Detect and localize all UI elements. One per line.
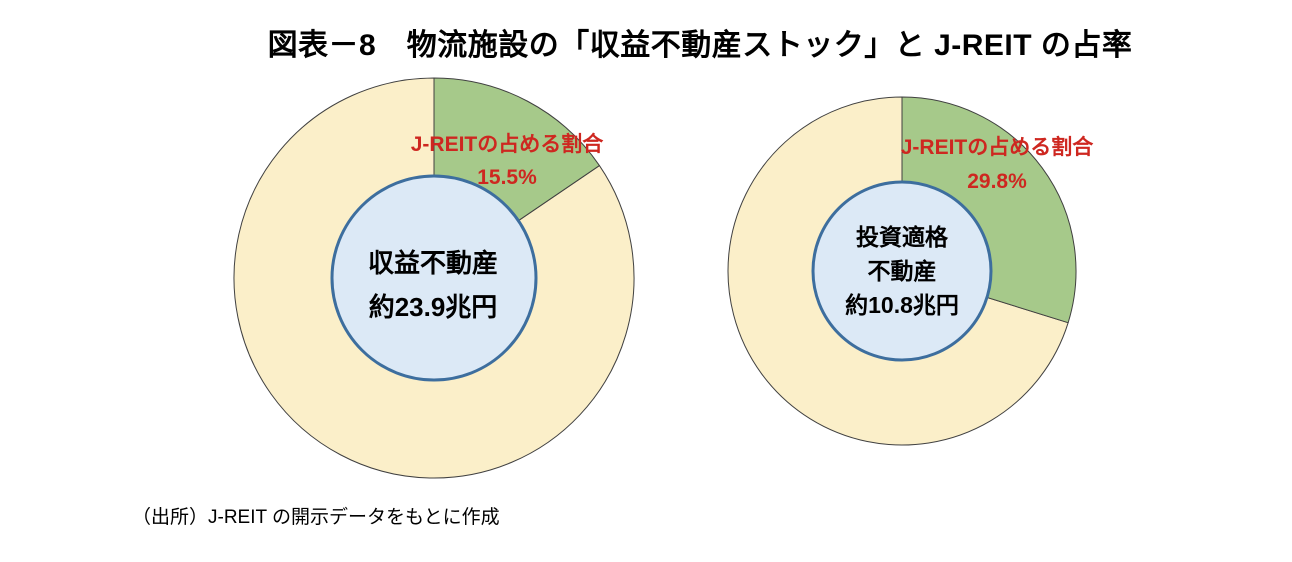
left-center-label: 収益不動産 約23.9兆円 — [303, 241, 563, 329]
left-callout-value: 15.5% — [477, 166, 537, 189]
right-callout: J-REITの占める割合 29.8% — [867, 131, 1127, 199]
left-center-line-1: 収益不動産 — [367, 248, 498, 278]
figure-title: 図表－8 物流施設の「収益不動産ストック」と J-REIT の占率 — [267, 29, 1133, 62]
right-center-line-2: 不動産 — [867, 258, 937, 284]
right-center-line-3: 約10.8兆円 — [845, 292, 959, 318]
left-donut-chart — [233, 77, 635, 479]
right-callout-label: J-REITの占める割合 — [900, 136, 1094, 159]
right-callout-value: 29.8% — [967, 170, 1027, 193]
right-center-line-1: 投資適格 — [856, 224, 948, 250]
source-note: （出所）J-REIT の開示データをもとに作成 — [132, 507, 500, 528]
right-donut-chart — [727, 96, 1077, 446]
left-callout-label: J-REITの占める割合 — [410, 133, 604, 156]
left-center-line-2: 約23.9兆円 — [368, 292, 498, 322]
left-callout: J-REITの占める割合 15.5% — [377, 128, 637, 194]
right-center-label: 投資適格 不動産 約10.8兆円 — [772, 220, 1032, 322]
